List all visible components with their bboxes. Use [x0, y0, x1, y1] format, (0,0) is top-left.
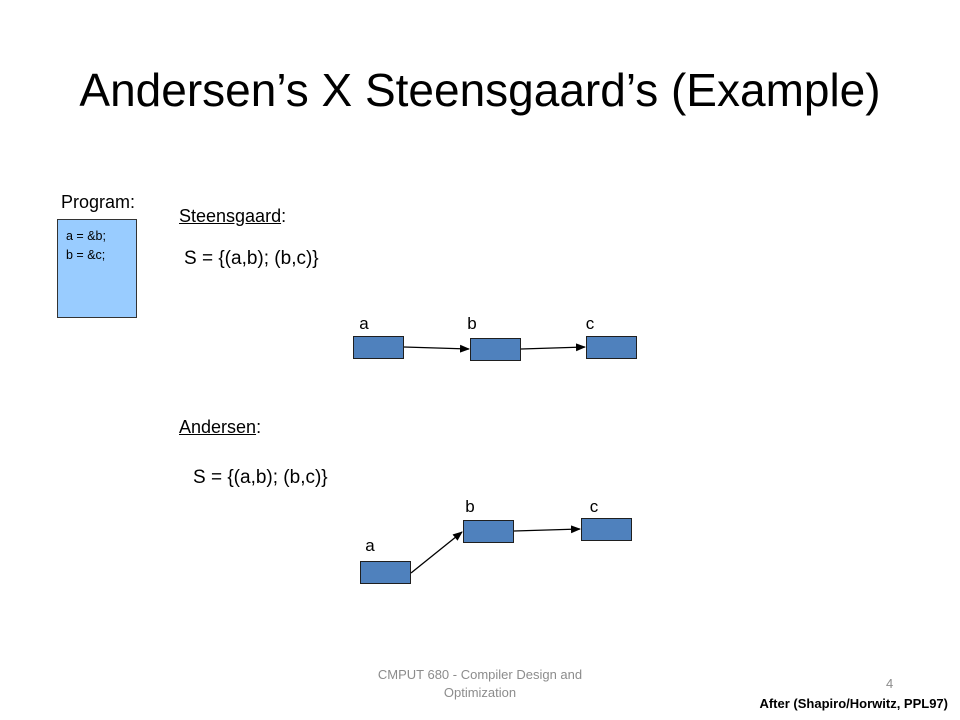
program-label: Program:	[61, 192, 136, 212]
steensgaard-node-label-a: a	[359, 314, 369, 333]
andersen-node-label-a: a	[365, 536, 375, 555]
andersen-node-label-b: b	[465, 497, 475, 516]
program-line-2: b = &c;	[66, 248, 106, 262]
steensgaard-node-c	[586, 336, 637, 359]
andersen-edge-b-c	[513, 525, 581, 534]
steensgaard-node-label-b: b	[467, 314, 477, 333]
andersen-node-c	[581, 518, 632, 541]
andersen-edge-a-b	[410, 531, 463, 574]
steensgaard-set: S = {(a,b); (b,c)}	[184, 248, 319, 269]
steensgaard-node-a	[353, 336, 404, 359]
andersen-heading-colon: :	[256, 417, 262, 437]
andersen-heading-text: Andersen	[179, 417, 257, 437]
andersen-set: S = {(a,b); (b,c)}	[193, 467, 328, 488]
andersen-heading: Andersen:	[179, 416, 261, 438]
slide-title: Andersen’s X Steensgaard’s (Example)	[79, 64, 881, 116]
steensgaard-node-label-c: c	[585, 314, 595, 333]
andersen-node-a	[360, 561, 411, 584]
program-box: a = &b; b = &c;	[57, 219, 137, 318]
steensgaard-node-b	[470, 338, 521, 361]
andersen-node-label-c: c	[589, 497, 599, 516]
program-line-1: a = &b;	[66, 229, 106, 243]
credit-note: After (Shapiro/Horwitz, PPL97)	[759, 696, 948, 711]
steensgaard-edge-a-b	[403, 344, 470, 353]
steensgaard-heading: Steensgaard:	[179, 205, 286, 227]
slide-footer: CMPUT 680 - Compiler Design and Optimiza…	[377, 667, 583, 700]
steensgaard-edge-b-c	[520, 343, 586, 352]
page-number: 4	[886, 676, 894, 691]
steensgaard-heading-colon: :	[281, 206, 287, 226]
andersen-node-b	[463, 520, 514, 543]
steensgaard-heading-text: Steensgaard	[179, 206, 282, 226]
